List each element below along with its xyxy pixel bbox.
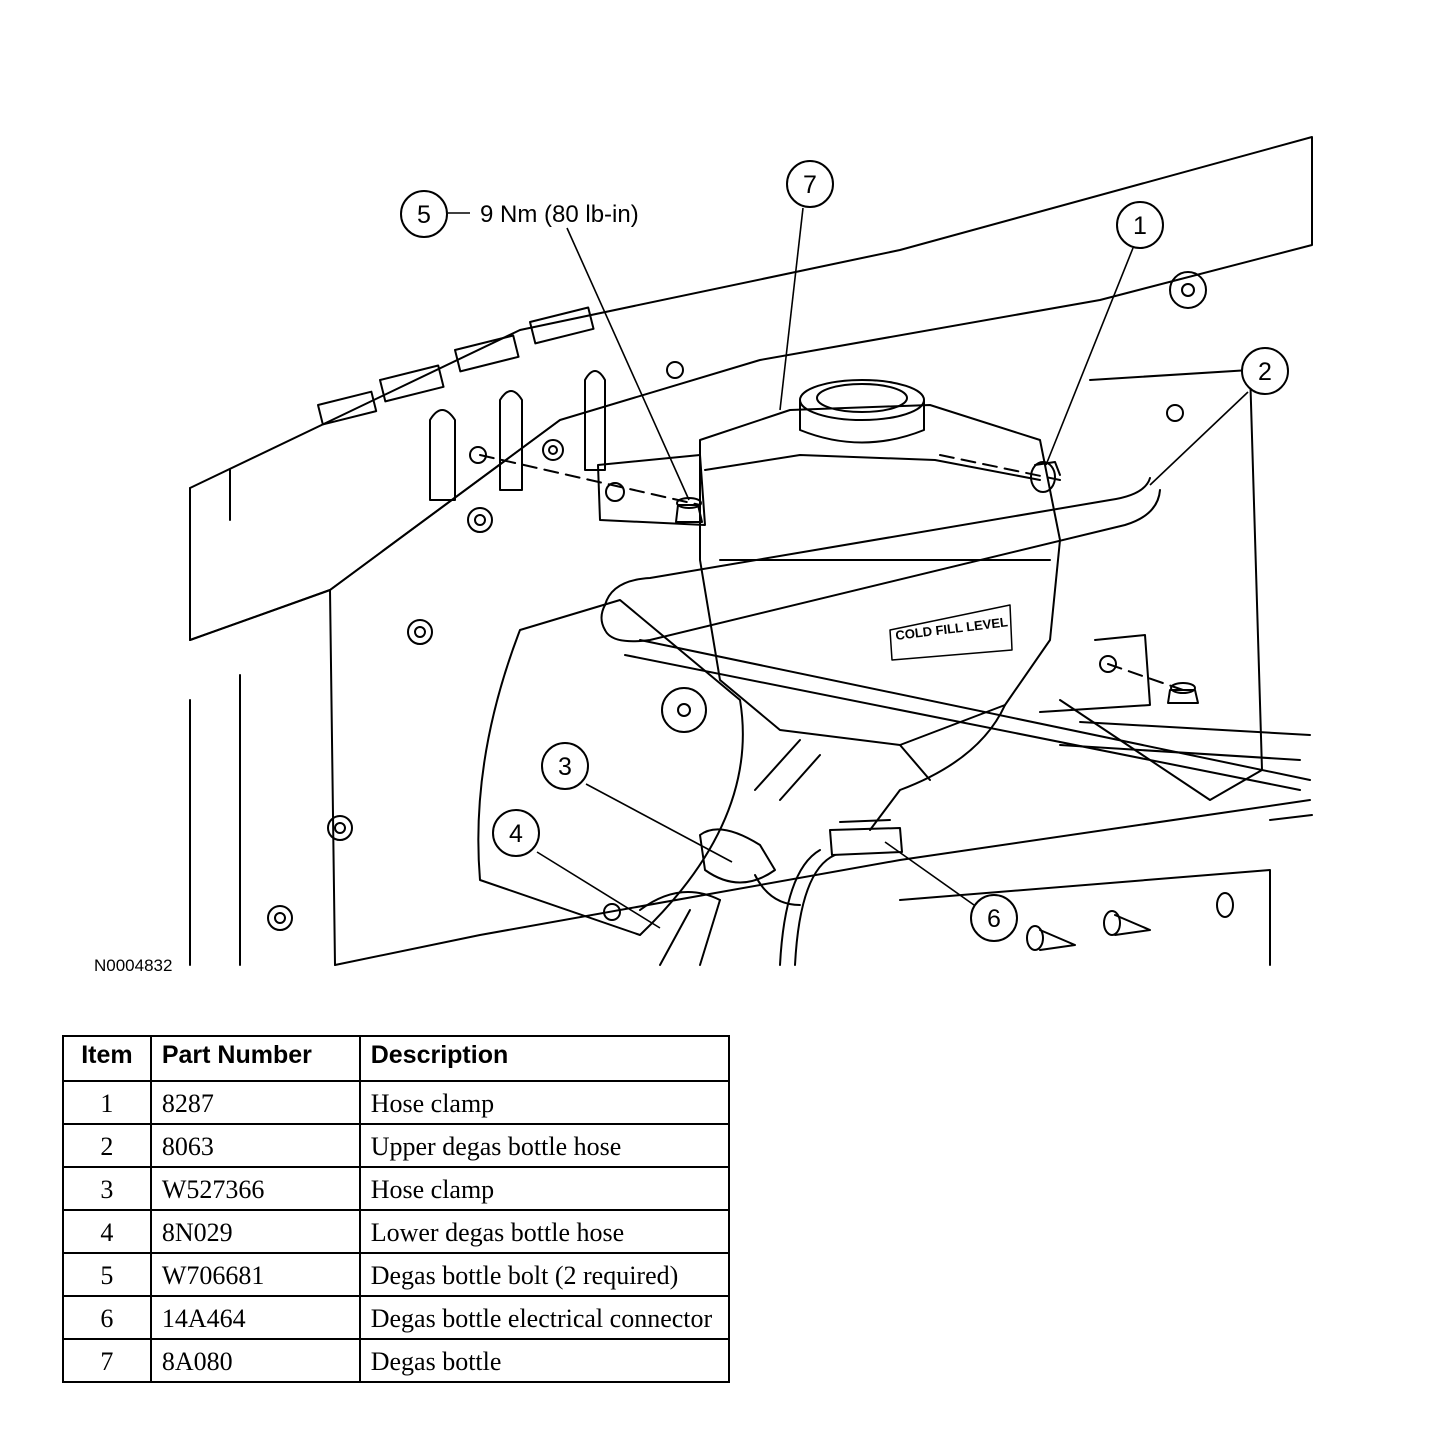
table-row: 3 W527366 Hose clamp — [62, 1166, 731, 1211]
cell-part-number: W706681 — [149, 1252, 361, 1297]
cell-description: Degas bottle electrical connector — [358, 1295, 731, 1340]
lower-degas-bottle-hose — [639, 739, 821, 966]
cell-item: 4 — [62, 1209, 152, 1254]
callout-number-3: 3 — [558, 753, 572, 781]
callout-number-7: 7 — [803, 171, 817, 199]
callout-circle-4 — [492, 809, 540, 857]
frame-slots — [317, 306, 606, 501]
leader-6 — [884, 841, 975, 906]
cell-description: Hose clamp — [358, 1166, 731, 1211]
callout-circle-7 — [786, 160, 834, 208]
table-row: 1 8287 Hose clamp — [62, 1080, 731, 1125]
mounting-studs — [1026, 892, 1234, 951]
cell-part-number: 8N029 — [149, 1209, 361, 1254]
leader-7 — [779, 207, 804, 411]
callout-circle-1 — [1116, 201, 1164, 249]
electrical-connector-6 — [779, 819, 903, 966]
cell-description: Hose clamp — [358, 1080, 731, 1125]
callout-circle-6 — [970, 894, 1018, 942]
cell-description: Lower degas bottle hose — [358, 1209, 731, 1254]
leader-5-torque — [566, 227, 690, 501]
figure-id: N0004832 — [94, 956, 173, 975]
radiator-support-front — [189, 589, 336, 966]
cell-item: 2 — [62, 1123, 152, 1168]
header-description: Description — [358, 1035, 731, 1082]
upper-degas-bottle-hose — [600, 477, 1311, 791]
table-row: 7 8A080 Degas bottle — [62, 1338, 731, 1383]
frame-holes — [267, 271, 1207, 931]
bolt-5 — [675, 504, 703, 523]
torque-spec: 9 Nm (80 lb-in) — [480, 201, 639, 228]
leader-4 — [536, 851, 661, 929]
leader-1 — [1045, 247, 1134, 466]
cell-part-number: 8A080 — [149, 1338, 361, 1383]
table-row: 4 8N029 Lower degas bottle hose — [62, 1209, 731, 1254]
callout-circle-3 — [541, 742, 589, 790]
parts-table: Item Part Number Description 1 8287 Hose… — [62, 1035, 731, 1383]
leader-3 — [585, 783, 733, 863]
cell-item: 3 — [62, 1166, 152, 1211]
header-part-number: Part Number — [149, 1035, 361, 1082]
cell-description: Degas bottle bolt (2 required) — [358, 1252, 731, 1297]
shroud-panel-right — [1059, 369, 1263, 801]
header-item: Item — [62, 1035, 152, 1082]
cell-item: 7 — [62, 1338, 152, 1383]
degas-bottle — [699, 379, 1061, 831]
cell-item: 5 — [62, 1252, 152, 1297]
callout-circle-2 — [1241, 347, 1289, 395]
cell-part-number: 14A464 — [149, 1295, 361, 1340]
table-header-row: Item Part Number Description — [62, 1035, 731, 1082]
lower-panel — [334, 799, 1313, 966]
callout-number-6: 6 — [987, 905, 1001, 933]
engine-bay-illustration: COLD FILL LEVEL 5 7 1 2 3 — [189, 136, 1313, 966]
callout-number-1: 1 — [1133, 212, 1147, 240]
cell-part-number: 8287 — [149, 1080, 361, 1125]
callout-circle-5 — [400, 190, 448, 238]
cell-item: 1 — [62, 1080, 152, 1125]
cell-description: Degas bottle — [358, 1338, 731, 1383]
table-row: 6 14A464 Degas bottle electrical connect… — [62, 1295, 731, 1340]
callout-number-2: 2 — [1258, 358, 1272, 386]
degas-bottle-bracket — [597, 454, 1199, 713]
cell-part-number: 8063 — [149, 1123, 361, 1168]
table-row: 2 8063 Upper degas bottle hose — [62, 1123, 731, 1168]
cell-item: 6 — [62, 1295, 152, 1340]
cell-part-number: W527366 — [149, 1166, 361, 1211]
callout-number-5: 5 — [417, 201, 431, 229]
cold-fill-level-label: COLD FILL LEVEL — [895, 614, 1009, 643]
table-row: 5 W706681 Degas bottle bolt (2 required) — [62, 1252, 731, 1297]
leader-2 — [1149, 391, 1249, 486]
callout-number-4: 4 — [509, 820, 523, 848]
hose-clamp-1 — [1030, 461, 1061, 493]
bolt-alignment-line — [479, 454, 1184, 691]
frame-panel-left — [189, 674, 241, 966]
cell-description: Upper degas bottle hose — [358, 1123, 731, 1168]
fan-shroud-outline — [477, 599, 744, 936]
